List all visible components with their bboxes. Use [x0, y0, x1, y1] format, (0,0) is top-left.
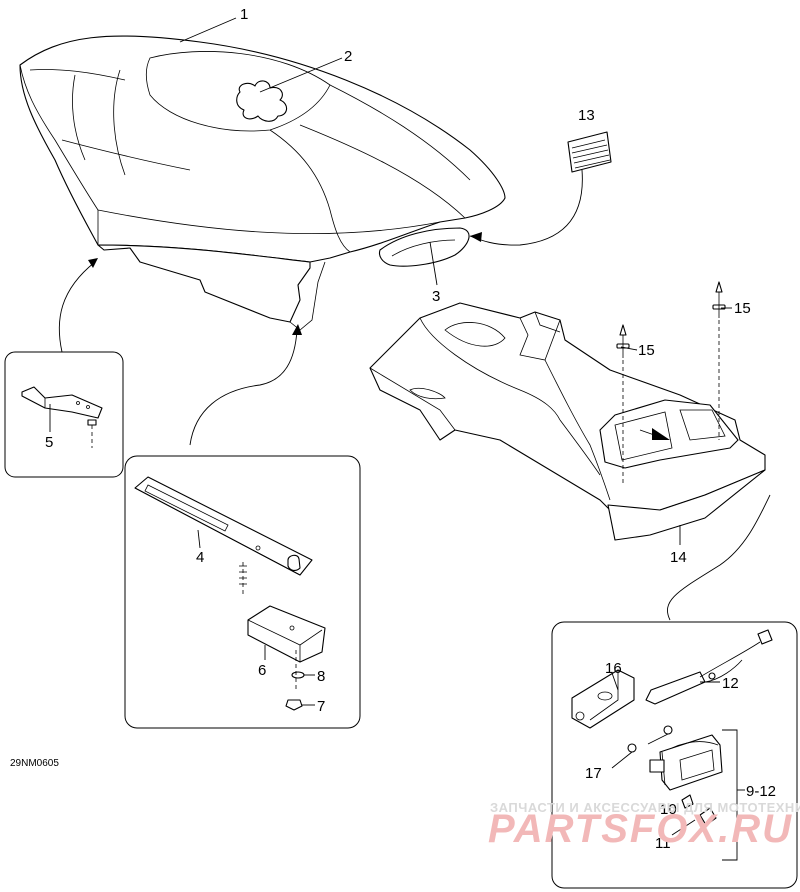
callout-8[interactable]: 8 [317, 668, 325, 685]
callout-14[interactable]: 14 [670, 549, 687, 566]
support-bracket[interactable] [247, 605, 326, 663]
mounting-bracket[interactable] [571, 669, 635, 729]
callout-3[interactable]: 3 [432, 288, 440, 305]
bulb-socket[interactable] [671, 807, 717, 836]
callout-labels: 1 2 3 13 15 15 14 5 4 6 8 7 16 12 17 9-1… [10, 6, 776, 852]
support-screw[interactable] [239, 562, 247, 595]
callout-5[interactable]: 5 [45, 434, 53, 451]
callout-9-12[interactable]: 9-12 [746, 783, 776, 800]
callout-1[interactable]: 1 [240, 6, 248, 23]
bolt[interactable] [285, 699, 303, 711]
callout-17[interactable]: 17 [585, 765, 602, 782]
wiring-harness[interactable] [645, 629, 773, 705]
callout-16[interactable]: 16 [605, 660, 622, 677]
push-rivet-right[interactable] [712, 281, 726, 440]
hinge-bracket[interactable] [21, 386, 103, 419]
push-rivet-left[interactable] [616, 324, 630, 485]
callout-13[interactable]: 13 [578, 107, 595, 124]
leader-lines [49, 17, 771, 791]
bracket-group-9-12 [722, 729, 738, 861]
callout-15-left[interactable]: 15 [638, 342, 655, 359]
watermark-tagline: ЗАПЧАСТИ И АКСЕССУАРЫ ДЛЯ МОТОТЕХНИКИ [490, 800, 800, 815]
callout-15-right[interactable]: 15 [734, 300, 751, 317]
callout-11[interactable]: 11 [655, 835, 671, 852]
callout-4[interactable]: 4 [196, 549, 204, 566]
callout-6[interactable]: 6 [258, 662, 266, 679]
warning-decal[interactable] [567, 131, 612, 173]
hinge-screw[interactable] [87, 419, 97, 448]
light-assembly[interactable] [649, 734, 723, 791]
callout-10[interactable]: 10 [660, 801, 677, 818]
seat-logo-badge[interactable] [236, 80, 288, 122]
nut-lower[interactable] [611, 733, 669, 769]
detail-box-hinge [4, 351, 124, 478]
seat-latch-cover[interactable] [378, 227, 470, 267]
watermark-brand: PARTSFOX.RU [488, 807, 793, 851]
callout-2[interactable]: 2 [344, 48, 352, 65]
callout-7[interactable]: 7 [317, 698, 325, 715]
seat-base[interactable] [369, 302, 766, 541]
watermark: ЗАПЧАСТИ И АКСЕССУАРЫ ДЛЯ МОТОТЕХНИКИ PA… [488, 800, 800, 851]
nut-upper[interactable] [663, 725, 673, 735]
support-plate[interactable] [134, 476, 313, 576]
seat-cushion[interactable] [19, 35, 506, 331]
drawing-code: 29NM0605 [10, 758, 59, 769]
bulb[interactable] [681, 794, 694, 809]
callout-12[interactable]: 12 [722, 675, 739, 692]
